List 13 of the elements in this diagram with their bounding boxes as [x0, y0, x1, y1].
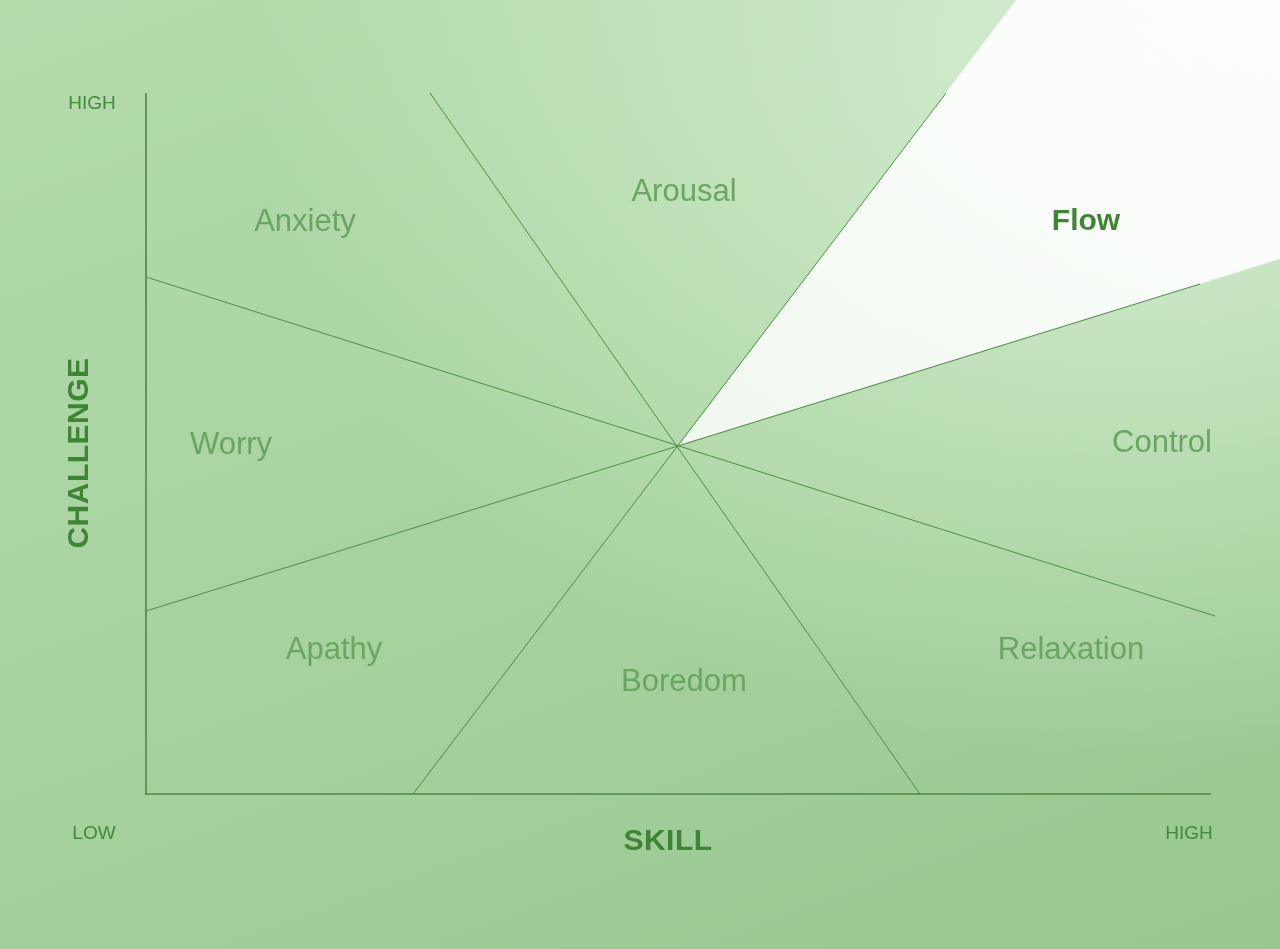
- axis-tick-label: LOW: [72, 822, 116, 842]
- zone-label: Relaxation: [997, 632, 1145, 664]
- axis-title: SKILL: [623, 825, 713, 855]
- zone-label: Apathy: [285, 632, 383, 664]
- zone-label: Flow: [1051, 205, 1121, 235]
- zone-label: Worry: [189, 427, 273, 459]
- axis-title: CHALLENGE: [63, 357, 93, 549]
- zone-label: Anxiety: [254, 204, 356, 236]
- axis-tick-label: HIGH: [1165, 822, 1213, 842]
- zone-label: Boredom: [621, 664, 747, 696]
- zone-label: Control: [1112, 425, 1212, 457]
- zone-label: Arousal: [631, 174, 737, 206]
- axis-tick-label: HIGH: [68, 92, 116, 112]
